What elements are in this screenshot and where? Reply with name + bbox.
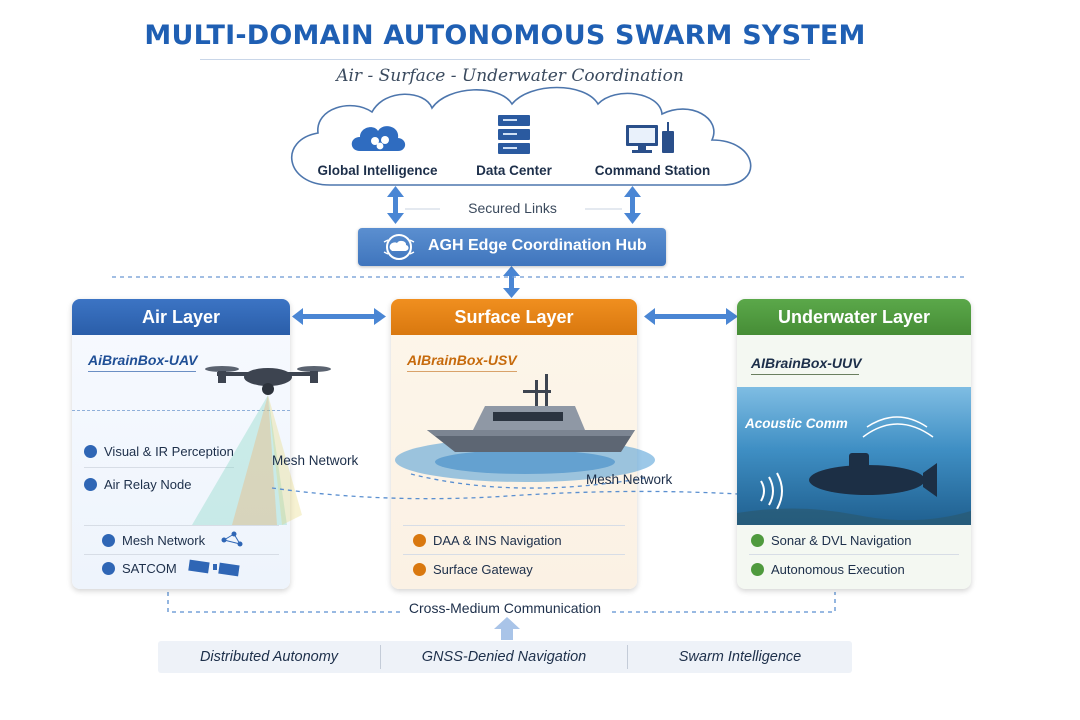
global-intelligence-icon: [345, 118, 415, 158]
surface-feature-daa: DAA & INS Navigation: [413, 533, 562, 548]
air-box-name: AiBrainBox-UAV: [88, 352, 198, 368]
air-mesh-network-label: Mesh Network: [272, 453, 359, 468]
relay-icon: [84, 478, 97, 491]
underwater-feature-autonomous: Autonomous Execution: [751, 562, 905, 577]
satellite-icon: [102, 562, 115, 575]
air-mesh-network: Mesh Network: [102, 533, 205, 548]
mesh-dashed-link: [271, 487, 739, 500]
surface-underwater-arrow: [644, 308, 738, 325]
satellite-panel-icon: [187, 555, 241, 583]
air-bottom-label: Mesh Network: [122, 533, 206, 548]
cloud-label-data-center: Data Center: [476, 163, 552, 178]
underwater-box-name: AIBrainBox-UUV: [751, 355, 862, 371]
cross-medium-up-arrow: [494, 617, 520, 640]
capability-swarm-intelligence: Swarm Intelligence: [678, 649, 802, 665]
title-rule: [200, 59, 810, 60]
cloud-label-global-intelligence: Global Intelligence: [317, 163, 438, 178]
secured-link-arrow-left: [387, 186, 404, 224]
air-feature-label: Air Relay Node: [104, 477, 192, 492]
diagram-title: MULTI-DOMAIN AUTONOMOUS SWARM SYSTEM: [144, 20, 866, 51]
air-surface-arrow: [292, 308, 386, 325]
underwater-scene: Acoustic Comm: [737, 387, 971, 525]
drone-illustration: [192, 366, 331, 525]
hub-label: AGH Edge Coordination Hub: [428, 237, 647, 254]
server-icon: [494, 113, 534, 157]
air-layer-panel: Air Layer AiBrainBox-UAV Visual & IR Per…: [72, 299, 290, 589]
surface-layer-title: Surface Layer: [391, 299, 637, 335]
secured-links-label: Secured Links: [440, 200, 585, 216]
capability-gnss-denied: GNSS-Denied Navigation: [421, 649, 587, 665]
usv-boat-illustration: [395, 374, 655, 489]
surface-box-name: AIBrainBox-USV: [407, 352, 517, 368]
navigation-icon: [413, 534, 426, 547]
capability-bar: Distributed Autonomy GNSS-Denied Navigat…: [158, 641, 852, 673]
shield-icon: [84, 445, 97, 458]
air-layer-title: Air Layer: [72, 299, 290, 335]
capability-distributed-autonomy: Distributed Autonomy: [199, 649, 339, 665]
sonar-icon: [751, 534, 764, 547]
underwater-layer-title: Underwater Layer: [737, 299, 971, 335]
surface-feature-gateway: Surface Gateway: [413, 562, 533, 577]
underwater-feature-label: Sonar & DVL Navigation: [771, 533, 912, 548]
air-feature-visual-ir: Visual & IR Perception: [84, 444, 234, 459]
underwater-layer-panel: Underwater Layer AIBrainBox-UUV Acoustic…: [737, 299, 971, 589]
air-feature-relay: Air Relay Node: [84, 477, 191, 492]
underwater-feature-label: Autonomous Execution: [771, 562, 905, 577]
autonomy-icon: [751, 563, 764, 576]
hub-icon: [383, 234, 415, 260]
diagram-subtitle: Air - Surface - Underwater Coordination: [336, 66, 684, 86]
surface-mesh-network-label: Mesh Network: [586, 472, 673, 487]
acoustic-comm-label: Acoustic Comm: [745, 416, 848, 431]
edge-coordination-hub[interactable]: AGH Edge Coordination Hub: [358, 228, 666, 266]
mesh-nodes-icon: [220, 530, 244, 554]
globe-icon: [102, 534, 115, 547]
surface-feature-label: DAA & INS Navigation: [433, 533, 562, 548]
underwater-feature-sonar: Sonar & DVL Navigation: [751, 533, 911, 548]
air-bottom-label: SATCOM: [122, 561, 177, 576]
surface-feature-label: Surface Gateway: [433, 562, 533, 577]
cloud-label-command-station: Command Station: [594, 163, 711, 178]
capability-divider: [627, 645, 628, 669]
gateway-icon: [413, 563, 426, 576]
air-feature-label: Visual & IR Perception: [104, 444, 234, 459]
cross-medium-label: Cross-Medium Communication: [400, 600, 610, 616]
command-station-icon: [624, 121, 678, 157]
secured-link-arrow-right: [624, 186, 641, 224]
hub-down-arrow: [503, 266, 520, 298]
capability-divider: [380, 645, 381, 669]
air-satcom: SATCOM: [102, 561, 177, 576]
